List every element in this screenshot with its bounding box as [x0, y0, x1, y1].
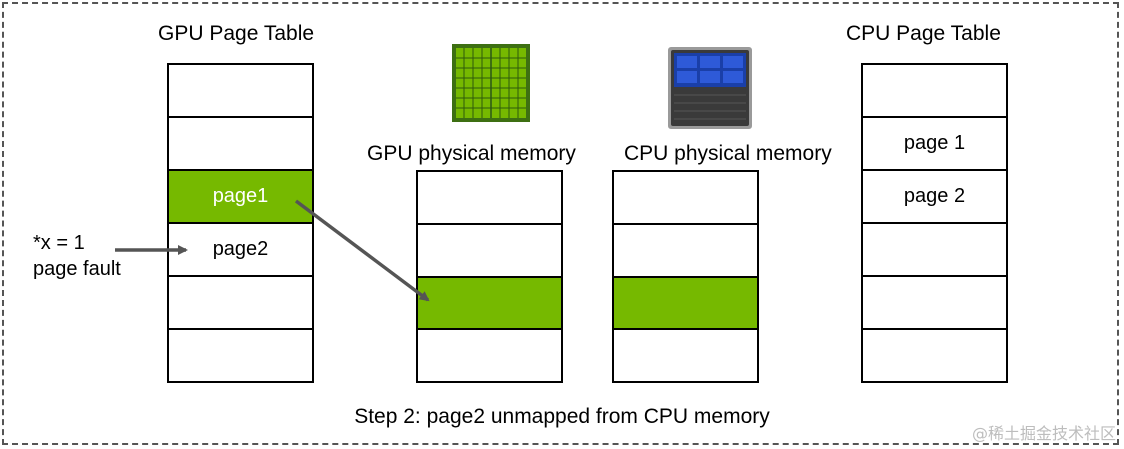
page-fault-note-line1: *x = 1 — [33, 232, 85, 254]
gpu-memory-row-mapped — [418, 277, 561, 331]
cpu-page-table-row-page1: page 1 — [863, 118, 1006, 171]
cpu-chip-icon — [668, 47, 752, 129]
gpu-page-table: page1 page2 — [167, 63, 314, 383]
gpu-page-table-row — [169, 277, 312, 330]
gpu-page-table-row — [169, 65, 312, 118]
cpu-page-table-title: CPU Page Table — [846, 22, 1001, 45]
step-caption: Step 2: page2 unmapped from CPU memory — [354, 405, 770, 428]
page-fault-note: *x = 1 page fault — [33, 230, 121, 282]
gpu-physical-memory-table — [416, 170, 563, 383]
watermark: @稀土掘金技术社区 — [971, 424, 1116, 443]
cpu-page-table-row-page2: page 2 — [863, 171, 1006, 224]
cpu-memory-row-mapped — [614, 277, 757, 331]
gpu-memory-row — [418, 172, 561, 225]
cpu-physical-memory-table — [612, 170, 759, 383]
gpu-page-table-row — [169, 118, 312, 171]
cpu-memory-row — [614, 225, 757, 278]
cpu-page-table: page 1 page 2 — [861, 63, 1008, 383]
gpu-memory-row — [418, 225, 561, 278]
gpu-page-table-title: GPU Page Table — [158, 22, 315, 45]
gpu-page-table-row-page1: page1 — [169, 171, 312, 224]
cpu-page-table-row — [863, 224, 1006, 277]
cpu-page-table-row — [863, 65, 1006, 118]
cpu-physical-memory-title: CPU physical memory — [624, 142, 832, 165]
page1-mapping-arrow — [294, 199, 430, 302]
page-fault-note-line2: page fault — [33, 258, 121, 280]
cpu-memory-row — [614, 172, 757, 225]
cpu-page-table-row — [863, 277, 1006, 330]
gpu-chip-icon — [450, 42, 532, 124]
gpu-page-table-row-page2: page2 — [169, 224, 312, 277]
gpu-physical-memory-title: GPU physical memory — [367, 142, 576, 165]
